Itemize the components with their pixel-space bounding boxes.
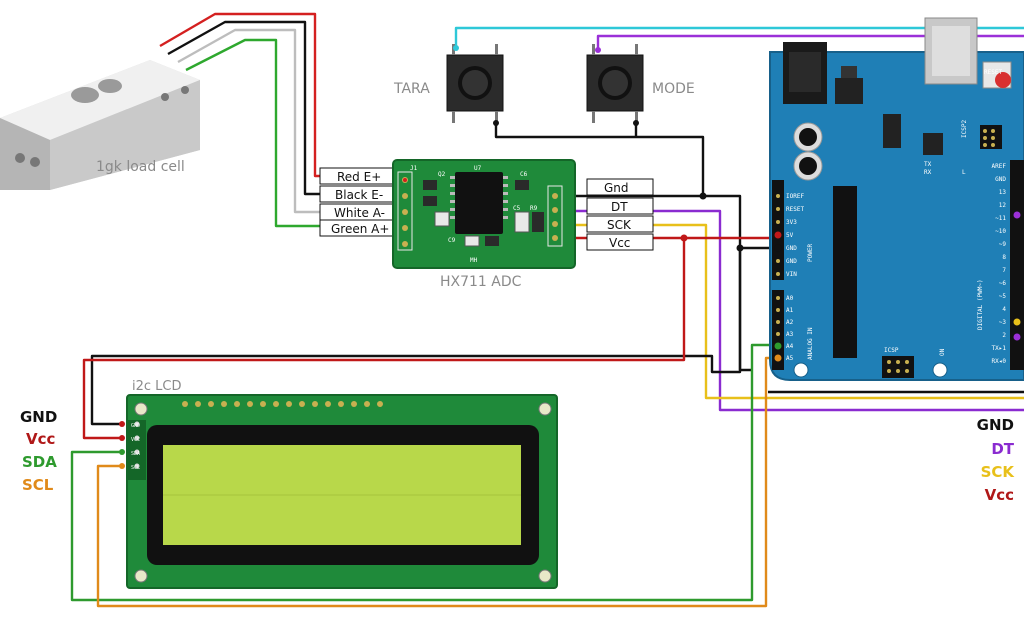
arduino-digital-pin-gnd: GND xyxy=(995,176,1006,183)
hx711-label: HX711 ADC xyxy=(440,274,522,290)
arduino-icsp2-label: ICSP2 xyxy=(961,120,968,138)
arduino-analog-pin-a4: A4 xyxy=(786,343,794,350)
load-cell: 1gk load cell xyxy=(0,60,200,190)
lcd-legend-sda: SDA xyxy=(22,453,57,471)
arduino-analog-pin-a3: A3 xyxy=(786,331,794,338)
hx711-output-labels: Gnd DT SCK Vcc xyxy=(586,178,654,251)
arduino-power-pin-ioref: IOREF xyxy=(786,193,804,200)
arduino-power-pin-vin: VIN xyxy=(786,271,797,278)
lcd-pin-tag-vcc: VCC xyxy=(131,437,140,443)
hx711-out-vcc: Vcc xyxy=(609,236,630,250)
arduino-analog-pin-a0: A0 xyxy=(786,295,794,302)
arduino-digital-pin-0: RX◂0 xyxy=(992,358,1007,365)
hx711-j1: J1 xyxy=(410,165,418,172)
arduino-digital-header: DIGITAL (PWM~) xyxy=(977,279,984,330)
arduino-power-pin-3v3: 3V3 xyxy=(786,219,797,226)
right-legend: GND DT SCK Vcc xyxy=(977,416,1016,504)
arduino-digital-pin-8: 8 xyxy=(1002,254,1006,261)
arduino-tx-label: TX xyxy=(924,161,932,168)
arduino-rx-label: RX xyxy=(924,169,932,176)
wire-orange-scl xyxy=(96,356,778,608)
arduino-power-pin-gnd1: GND xyxy=(786,245,797,252)
lcd-connection-dots xyxy=(119,421,125,469)
tara-label: TARA xyxy=(393,81,430,97)
right-legend-gnd: GND xyxy=(977,416,1014,434)
lcd-pin-tag-sda: SDA xyxy=(131,451,140,457)
tara-button[interactable] xyxy=(446,44,504,123)
arduino-power-pin-reset: RESET xyxy=(786,206,804,213)
wire-green-loadcell xyxy=(185,38,405,228)
arduino-analog-pin-a2: A2 xyxy=(786,319,794,326)
arduino-connection-dots xyxy=(774,211,1021,362)
right-legend-dt: DT xyxy=(991,440,1014,458)
arduino-on-label: ON xyxy=(939,348,946,356)
arduino-icsp-label: ICSP xyxy=(884,347,899,354)
hx711-c5: C5 xyxy=(513,205,521,212)
hx711-c6: C6 xyxy=(520,171,528,178)
wire-red-arduino-lcd xyxy=(82,238,686,440)
arduino-digital-pin-10: ~10 xyxy=(995,228,1006,235)
lcd-pin-tag-scl: SCL xyxy=(131,465,140,471)
arduino-digital-pin-1: TX▸1 xyxy=(992,345,1007,352)
arduino-digital-pin-4: 4 xyxy=(1002,306,1006,313)
arduino-digital-pin-13: 13 xyxy=(999,189,1007,196)
arduino-power-pin-gnd2: GND xyxy=(786,258,797,265)
arduino-digital-pin-12: 12 xyxy=(999,202,1007,209)
wire-black-buttons xyxy=(494,122,705,196)
loadcell-wire-black-label: Black E- xyxy=(335,188,383,202)
hx711-out-dt: DT xyxy=(611,200,628,214)
hx711-q2: Q2 xyxy=(438,171,446,178)
load-cell-label: 1gk load cell xyxy=(96,159,185,175)
arduino-digital-pin-7: 7 xyxy=(1002,267,1006,274)
lcd-legend-vcc: Vcc xyxy=(26,430,55,448)
lcd-legend-scl: SCL xyxy=(22,476,54,494)
right-legend-sck: SCK xyxy=(981,463,1016,481)
arduino-digital-pin-aref: AREF xyxy=(992,163,1007,170)
arduino-digital-pin-5: ~5 xyxy=(999,293,1007,300)
lcd-legend-gnd: GND xyxy=(20,408,57,426)
hx711-out-sck: SCK xyxy=(607,218,632,232)
lcd-module: GND VCC SDA SCL i2c LCD xyxy=(126,379,558,589)
arduino-digital-pin-11: ~11 xyxy=(995,215,1006,222)
arduino-analog-pin-a5: A5 xyxy=(786,355,794,362)
arduino-analog-pin-a1: A1 xyxy=(786,307,794,314)
hx711-out-gnd: Gnd xyxy=(604,181,629,195)
loadcell-wire-green-label: Green A+ xyxy=(331,222,389,236)
wire-black-arduino-lcd xyxy=(90,246,778,426)
arduino-board: RESET ICSP2 TX RX L ICSP ON xyxy=(769,17,1024,381)
loadcell-wire-labels: Red E+ Black E- White A- Green A+ xyxy=(319,167,407,237)
arduino-digital-pin-2: 2 xyxy=(1002,332,1006,339)
arduino-analog-header: ANALOG IN xyxy=(807,327,814,360)
hx711-mh: MH xyxy=(470,257,478,264)
right-legend-vcc: Vcc xyxy=(985,486,1014,504)
arduino-reset-label: RESET xyxy=(984,69,1002,76)
arduino-l-label: L xyxy=(962,169,966,176)
lcd-label: i2c LCD xyxy=(132,379,182,394)
wire-purple-mode xyxy=(596,34,1024,50)
mode-label: MODE xyxy=(652,81,695,97)
loadcell-wire-red-label: Red E+ xyxy=(337,170,381,184)
lcd-legend: GND Vcc SDA SCL xyxy=(20,408,57,494)
loadcell-wire-white-label: White A- xyxy=(334,206,385,220)
wire-cyan-tara xyxy=(454,26,1024,48)
lcd-pin-tag-gnd: GND xyxy=(131,423,140,429)
arduino-digital-pin-9: ~9 xyxy=(999,241,1007,248)
arduino-power-pin-5v: 5V xyxy=(786,232,794,239)
arduino-digital-pin-6: ~6 xyxy=(999,280,1007,287)
wire-green-sda xyxy=(70,343,778,602)
arduino-digital-pin-3: ~3 xyxy=(999,319,1007,326)
arduino-power-header: POWER xyxy=(807,244,814,262)
junction-dots xyxy=(403,45,744,252)
hx711-board: U7 J1 Q2 C6 C5 R9 C9 MH HX711 ADC xyxy=(392,159,576,290)
lcd-top-pins xyxy=(182,401,383,407)
mode-button[interactable] xyxy=(586,44,644,123)
hx711-r9: R9 xyxy=(530,205,538,212)
hx711-c9: C9 xyxy=(448,237,456,244)
hx711-u7: U7 xyxy=(474,165,482,172)
